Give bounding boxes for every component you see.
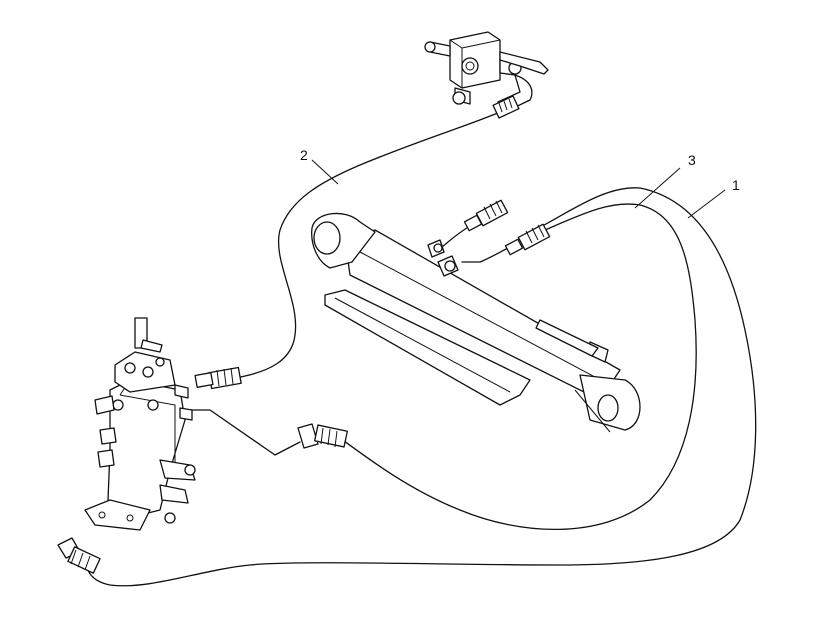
fitting-elbow-bottom-left xyxy=(57,537,101,574)
hose-1 xyxy=(87,187,757,587)
fitting-main-valve-upper xyxy=(194,366,242,390)
hose-link-valve-lower xyxy=(184,409,301,456)
callout-label-2: 2 xyxy=(300,147,308,163)
fitting-elbow-lower xyxy=(297,423,348,449)
hose-2 xyxy=(234,111,501,379)
callout-leader-2 xyxy=(311,159,339,185)
hose-3 xyxy=(339,203,697,531)
pilot-control-valve xyxy=(424,31,549,119)
callout-label-1: 1 xyxy=(732,177,740,193)
fitting-cylinder-lower xyxy=(504,223,551,256)
main-control-valve xyxy=(84,317,196,531)
fitting-cylinder-upper xyxy=(463,199,509,232)
hydraulic-cylinder xyxy=(311,212,641,433)
callout-leader-1 xyxy=(687,189,726,219)
callout-label-3: 3 xyxy=(688,152,696,168)
hose-link-lower xyxy=(461,245,513,263)
callout-leader-3 xyxy=(634,167,681,209)
